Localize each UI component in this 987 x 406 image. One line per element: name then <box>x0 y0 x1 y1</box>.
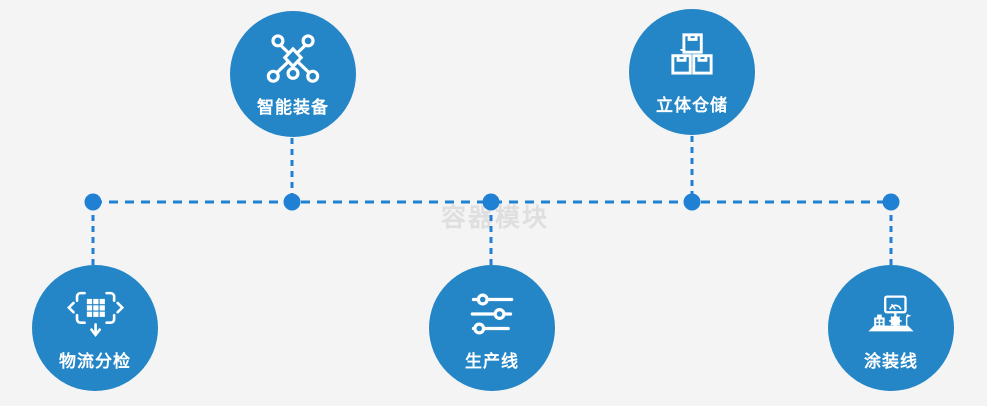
sorting-arrows-icon <box>67 291 124 338</box>
junction-dot <box>84 193 102 211</box>
node-label: 智能装备 <box>257 98 329 117</box>
stacked-boxes-icon <box>671 33 713 75</box>
node-label: 物流分检 <box>59 352 131 371</box>
node-label: 涂装线 <box>864 352 918 371</box>
node-label: 立体仓储 <box>656 96 728 115</box>
node-stereo-warehouse[interactable]: 立体仓储 <box>629 9 755 135</box>
node-painting-line[interactable]: 涂装线 <box>828 265 954 391</box>
node-label: 生产线 <box>465 352 519 371</box>
sliders-icon <box>470 293 514 335</box>
node-production-line[interactable]: 生产线 <box>429 265 555 391</box>
node-logistics-sorting[interactable]: 物流分检 <box>32 265 158 391</box>
junction-dot <box>882 193 900 211</box>
junction-dot <box>283 193 301 211</box>
junction-dot <box>683 193 701 211</box>
junction-dot <box>482 193 500 211</box>
node-smart-equipment[interactable]: 智能装备 <box>230 11 356 137</box>
machine-monitor-icon <box>868 295 914 332</box>
network-nodes-icon <box>266 34 320 83</box>
